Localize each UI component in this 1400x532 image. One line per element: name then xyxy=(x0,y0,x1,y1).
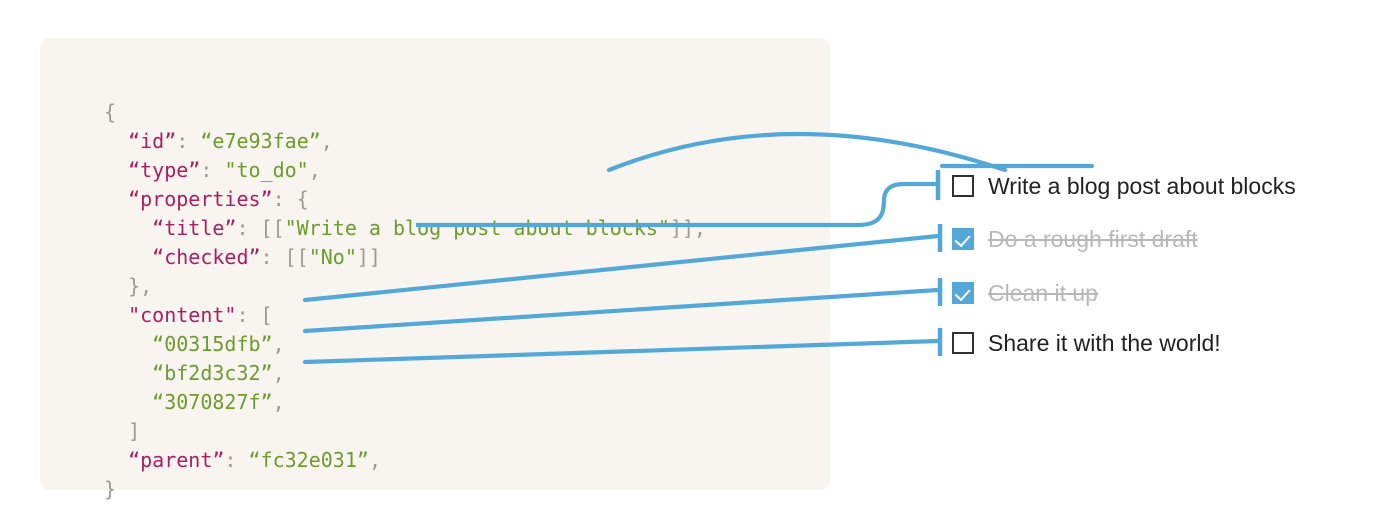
code-line: “type”: "to_do", xyxy=(104,156,706,185)
code-indent xyxy=(104,419,128,443)
code-token-key: “parent” xyxy=(128,448,225,472)
code-token-pun: ] xyxy=(128,419,141,443)
code-indent xyxy=(104,390,152,414)
code-token-pun: : [ xyxy=(236,303,273,327)
code-indent xyxy=(104,158,128,182)
code-line: “parent”: “fc32e031”, xyxy=(104,446,706,475)
code-token-pun: : xyxy=(224,448,249,472)
code-indent xyxy=(104,274,128,298)
code-token-pun: ]], xyxy=(669,216,707,240)
code-token-key: “checked” xyxy=(152,245,261,269)
todo-item[interactable]: Share it with the world! xyxy=(952,327,1221,359)
code-token-pun: , xyxy=(320,129,333,153)
code-token-key: “id” xyxy=(128,129,177,153)
code-token-str: “3070827f” xyxy=(152,390,273,414)
code-line: “properties”: { xyxy=(104,185,706,214)
code-token-key: “properties” xyxy=(128,187,273,211)
code-line: “id”: “e7e93fae”, xyxy=(104,127,706,156)
code-token-str: “bf2d3c32” xyxy=(152,361,273,385)
code-line: { xyxy=(104,98,706,127)
code-indent xyxy=(104,187,128,211)
code-token-pun: : [[ xyxy=(260,245,309,269)
code-line: “00315dfb”, xyxy=(104,330,706,359)
code-line: “3070827f”, xyxy=(104,388,706,417)
checkbox-unchecked-icon[interactable] xyxy=(952,175,974,197)
code-token-str: "Write a blog post about blocks" xyxy=(284,216,670,240)
code-indent xyxy=(104,332,152,356)
todo-item-label[interactable]: Write a blog post about blocks xyxy=(988,172,1296,199)
code-indent xyxy=(104,448,128,472)
code-token-pun: : xyxy=(176,129,201,153)
todo-item-label[interactable]: Do a rough first draft xyxy=(988,225,1198,252)
checkbox-checked-icon[interactable] xyxy=(952,282,974,304)
json-code-panel: { “id”: “e7e93fae”, “type”: "to_do", “pr… xyxy=(40,38,830,501)
code-token-key: “type” xyxy=(128,158,201,182)
code-line: “title”: [["Write a blog post about bloc… xyxy=(104,214,706,243)
code-indent xyxy=(104,303,128,327)
checkbox-unchecked-icon[interactable] xyxy=(952,332,974,354)
code-token-pun: }, xyxy=(128,274,153,298)
json-code-block: { “id”: “e7e93fae”, “type”: "to_do", “pr… xyxy=(104,98,706,504)
code-token-key: "content" xyxy=(128,303,237,327)
code-token-pun: , xyxy=(368,448,381,472)
code-token-pun: , xyxy=(272,361,285,385)
checkbox-checked-icon[interactable] xyxy=(952,228,974,250)
code-indent xyxy=(104,361,152,385)
code-indent xyxy=(104,245,152,269)
code-token-str: "No" xyxy=(308,245,357,269)
code-token-pun: { xyxy=(104,100,117,124)
code-token-pun: : [[ xyxy=(236,216,285,240)
code-token-pun: , xyxy=(272,390,285,414)
todo-item-label[interactable]: Clean it up xyxy=(988,279,1098,306)
code-line: ] xyxy=(104,417,706,446)
code-token-pun: ]] xyxy=(356,245,381,269)
todo-item[interactable]: Write a blog post about blocks xyxy=(952,170,1296,202)
todo-item[interactable]: Do a rough first draft xyxy=(952,223,1198,255)
code-line: }, xyxy=(104,272,706,301)
code-token-str: "to_do" xyxy=(224,158,309,182)
code-token-pun: } xyxy=(104,477,117,501)
code-token-key: “title” xyxy=(152,216,237,240)
code-token-pun: , xyxy=(272,332,285,356)
code-line: “bf2d3c32”, xyxy=(104,359,706,388)
code-token-pun: , xyxy=(308,158,321,182)
code-token-str: “00315dfb” xyxy=(152,332,273,356)
code-indent xyxy=(104,216,152,240)
code-token-pun: : { xyxy=(272,187,309,211)
code-line: } xyxy=(104,475,706,504)
code-token-str: “e7e93fae” xyxy=(200,129,321,153)
todo-item-label[interactable]: Share it with the world! xyxy=(988,329,1221,356)
code-line: "content": [ xyxy=(104,301,706,330)
code-token-pun: : xyxy=(200,158,225,182)
todo-item[interactable]: Clean it up xyxy=(952,277,1098,309)
code-line: “checked”: [["No"]] xyxy=(104,243,706,272)
code-token-str: “fc32e031” xyxy=(248,448,369,472)
code-indent xyxy=(104,129,128,153)
